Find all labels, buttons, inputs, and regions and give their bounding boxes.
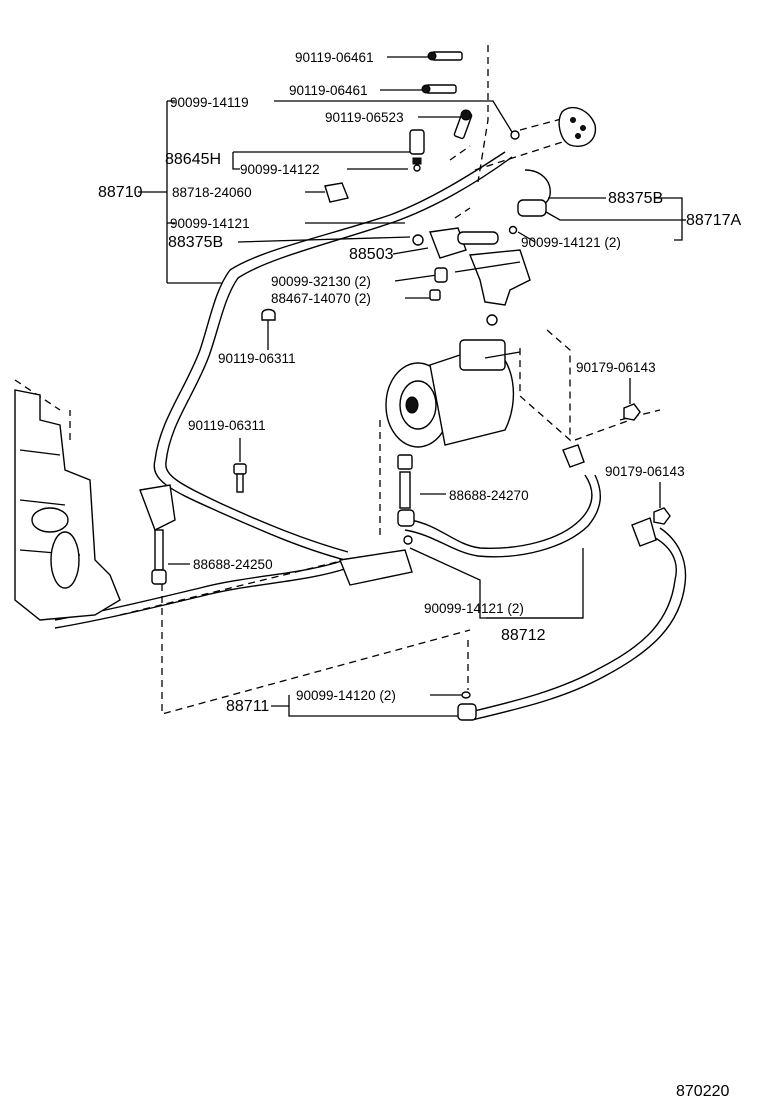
label-88375b-left[interactable]: 88375B bbox=[168, 234, 223, 251]
expansion-valve-icon bbox=[412, 227, 499, 259]
bolt-88688-24250-icon bbox=[139, 484, 176, 585]
fitting-88711-icon bbox=[631, 517, 657, 547]
label-90099-14119[interactable]: 90099-14119 bbox=[170, 95, 249, 110]
pressure-switch-icon bbox=[409, 129, 425, 172]
label-88712[interactable]: 88712 bbox=[501, 627, 546, 644]
label-88503[interactable]: 88503 bbox=[349, 246, 394, 263]
part-labels: 90119-06461 90119-06461 90099-14119 9011… bbox=[98, 50, 741, 1100]
bracket-plate-icon bbox=[558, 107, 597, 147]
label-90119-06523[interactable]: 90119-06523 bbox=[325, 110, 404, 125]
bolt-88688-24270-icon bbox=[397, 454, 415, 545]
dashed-guides bbox=[14, 45, 661, 715]
label-88718-24060[interactable]: 88718-24060 bbox=[172, 185, 252, 200]
bolt-switch-icon bbox=[453, 109, 473, 140]
label-90119-06311-lower[interactable]: 90119-06311 bbox=[188, 418, 266, 433]
label-88688-24250[interactable]: 88688-24250 bbox=[193, 557, 273, 572]
label-90119-06311-upper[interactable]: 90119-06311 bbox=[218, 351, 296, 366]
label-88467-14070[interactable]: 88467-14070 (2) bbox=[271, 291, 371, 306]
label-90099-14121-right[interactable]: 90099-14121 (2) bbox=[521, 235, 621, 250]
label-88711[interactable]: 88711 bbox=[226, 698, 269, 715]
bolt-top-2-icon bbox=[421, 84, 457, 94]
label-88645h[interactable]: 88645H bbox=[165, 151, 221, 168]
label-90099-14121-mid[interactable]: 90099-14121 bbox=[170, 216, 250, 231]
label-90119-06461-a[interactable]: 90119-06461 bbox=[295, 50, 374, 65]
label-88688-24270[interactable]: 88688-24270 bbox=[449, 488, 529, 503]
pipe-88375b-right-icon bbox=[508, 169, 551, 235]
label-88710[interactable]: 88710 bbox=[98, 184, 143, 201]
condenser-icon bbox=[14, 389, 121, 621]
fitting-88712-icon bbox=[562, 444, 585, 468]
clip-upper-icon bbox=[261, 308, 276, 321]
mounting-bracket-icon bbox=[454, 249, 531, 306]
clip-lower-icon bbox=[233, 463, 247, 493]
o-ring-bottom-icon bbox=[461, 691, 471, 699]
label-90099-14122[interactable]: 90099-14122 bbox=[240, 162, 320, 177]
label-90179-06143-b[interactable]: 90179-06143 bbox=[605, 464, 685, 479]
pipes bbox=[54, 151, 687, 721]
bolt-top-1-icon bbox=[427, 51, 463, 61]
cushion-2-icon bbox=[429, 267, 498, 326]
leader-lines bbox=[138, 56, 686, 717]
cushion-icon bbox=[324, 182, 349, 203]
label-88375b-right[interactable]: 88375B bbox=[608, 190, 663, 207]
label-90119-06461-b[interactable]: 90119-06461 bbox=[289, 83, 368, 98]
components bbox=[14, 51, 671, 721]
fitting-bottom-icon bbox=[457, 703, 477, 721]
label-90179-06143-a[interactable]: 90179-06143 bbox=[576, 360, 656, 375]
nut-2-icon bbox=[653, 507, 671, 525]
compressor-icon bbox=[385, 339, 521, 448]
diagram-code: 870220 bbox=[676, 1083, 729, 1100]
label-90099-14120[interactable]: 90099-14120 (2) bbox=[296, 688, 396, 703]
label-88717a[interactable]: 88717A bbox=[686, 212, 741, 229]
o-ring-top-icon bbox=[510, 130, 520, 140]
label-90099-32130[interactable]: 90099-32130 (2) bbox=[271, 274, 371, 289]
label-90099-14121-lower[interactable]: 90099-14121 (2) bbox=[424, 601, 524, 616]
nut-1-icon bbox=[623, 403, 641, 421]
